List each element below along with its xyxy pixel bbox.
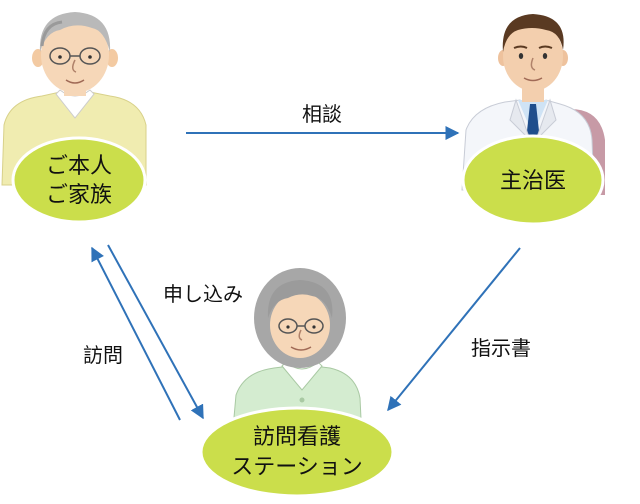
patient-label-line1: ご本人 [46,154,112,179]
patient-label-line2: ご家族 [46,183,112,208]
visit-arrow [91,246,181,421]
apply-label: 申し込み [163,282,243,306]
instruction-arrow [387,247,521,412]
station-label-line1: 訪問看護 [253,425,341,450]
doctor-node: 主治医 [461,134,605,226]
consult-label: 相談 [302,102,342,126]
visit-label: 訪問 [83,343,123,367]
doctor-label: 主治医 [500,169,566,194]
station-label-line2: ステーション [231,455,363,480]
station-node: 訪問看護 ステーション [199,406,395,498]
patient-node: ご本人 ご家族 [11,136,147,224]
apply-arrow [107,244,204,420]
instruction-label: 指示書 [471,336,531,360]
